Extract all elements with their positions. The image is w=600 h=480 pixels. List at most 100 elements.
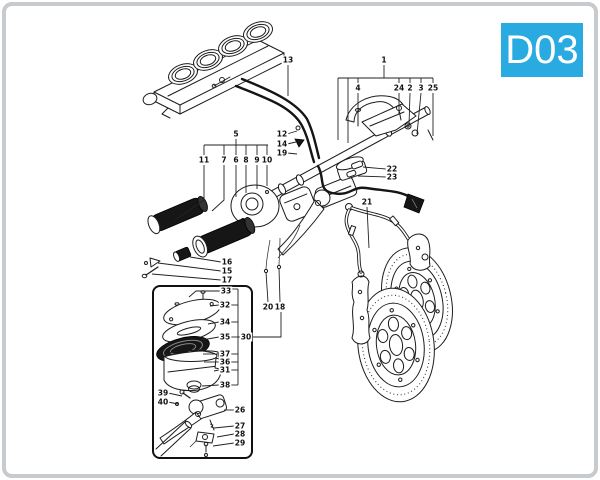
leader-27 [213, 425, 235, 429]
leader-2 [408, 92, 411, 127]
part-callout-20: 20 [263, 303, 273, 312]
part-callout-35: 35 [220, 333, 230, 342]
callout-bg-39 [156, 388, 170, 398]
page-code-badge: D03 [501, 23, 583, 77]
part-callout-24: 24 [394, 84, 404, 93]
callout-bg-24 [392, 83, 406, 93]
leader-17 [151, 273, 222, 281]
twist-grip-housing [230, 184, 280, 228]
brake-lever [277, 199, 325, 256]
part-callout-31: 31 [220, 366, 230, 375]
part-callout-17: 17 [222, 276, 232, 285]
leader-29 [212, 442, 235, 447]
callout-bg-30 [239, 332, 253, 342]
part-callout-18: 18 [275, 303, 285, 312]
part-callout-22: 22 [387, 165, 397, 174]
leader-40 [167, 401, 179, 405]
switch-28 [195, 431, 215, 444]
callout-bg-15 [220, 266, 234, 276]
callout-bg-11 [197, 155, 211, 165]
callout-bg-17 [220, 275, 234, 285]
part-callout-26: 26 [235, 406, 245, 415]
callout-bg-26 [233, 405, 247, 415]
callout-bg-31 [218, 365, 232, 375]
front-brake-discs [351, 233, 453, 403]
leader-35 [201, 336, 220, 341]
callout-bg-18 [273, 302, 287, 312]
callout-bg-34 [218, 317, 232, 327]
part-callout-2: 2 [407, 84, 412, 93]
callout-bg-10 [260, 155, 274, 165]
callout-bg-32 [218, 300, 232, 310]
callout-bg-29 [233, 438, 247, 448]
banjo-right [421, 253, 429, 261]
caliper-left [351, 275, 371, 345]
callout-bg-28 [233, 429, 247, 439]
part-callout-36: 36 [220, 358, 230, 367]
leader-11 [174, 165, 205, 221]
callout-bg-36 [218, 357, 232, 367]
part-callout-8: 8 [243, 156, 248, 165]
callout-bg-20 [261, 302, 275, 312]
throttle-cable-connector [316, 164, 425, 214]
leader-20 [265, 271, 269, 303]
part-callout-21: 21 [362, 198, 372, 207]
part-callout-23: 23 [387, 173, 397, 182]
part-callout-28: 28 [235, 430, 245, 439]
caliper-right [407, 233, 431, 271]
part-callout-33: 33 [221, 287, 231, 296]
pivot-screw-39 [182, 392, 191, 399]
control-assembly [230, 156, 368, 274]
leader-23 [357, 175, 387, 178]
pin-25 [427, 129, 434, 141]
leader-22 [362, 166, 387, 170]
callout-bg-22 [385, 164, 399, 174]
part-callout-7: 7 [221, 156, 226, 165]
grip-set [141, 196, 256, 279]
callout-bg-16 [220, 257, 234, 267]
callout-bg-2 [406, 83, 414, 93]
leader-32 [209, 304, 220, 307]
switch-wire [277, 224, 301, 259]
leader-3 [416, 92, 422, 135]
leader-7 [211, 165, 225, 212]
part-callout-39: 39 [158, 389, 168, 398]
part-callout-4: 4 [355, 84, 360, 93]
part-callout-16: 16 [222, 258, 232, 267]
part-callout-37: 37 [220, 350, 230, 359]
leader-31 [213, 369, 220, 372]
cone-15 [149, 257, 161, 268]
leader-12 [286, 130, 298, 135]
leader-layer [151, 65, 434, 447]
callout-bg-9 [253, 155, 261, 165]
nut-3 [411, 129, 419, 137]
callout-bg-7 [220, 155, 228, 165]
washer-40 [175, 402, 179, 406]
banjo-left [357, 270, 365, 278]
part-callout-1: 1 [381, 56, 386, 65]
callout-bg-27 [233, 421, 247, 431]
part-callout-13: 13 [283, 56, 293, 65]
part-callout-3: 3 [418, 84, 423, 93]
screw-17 [145, 266, 159, 276]
leader-39 [167, 392, 183, 397]
leader-19 [286, 152, 298, 155]
leader-18 [278, 267, 281, 303]
leader-16 [189, 256, 222, 263]
callout-bg-38 [218, 380, 232, 390]
part-callout-34: 34 [220, 318, 230, 327]
leader-38 [201, 384, 220, 387]
callout-bg-19 [275, 148, 289, 158]
part-callout-19: 19 [277, 149, 287, 158]
part-callout-15: 15 [222, 267, 232, 276]
callout-bg-25 [426, 83, 440, 93]
part-callout-5: 5 [233, 130, 238, 139]
callout-bg-1 [380, 55, 388, 65]
callout-bg-40 [156, 397, 170, 407]
throttle-cables [234, 77, 321, 164]
clamp-assembly [345, 95, 434, 141]
